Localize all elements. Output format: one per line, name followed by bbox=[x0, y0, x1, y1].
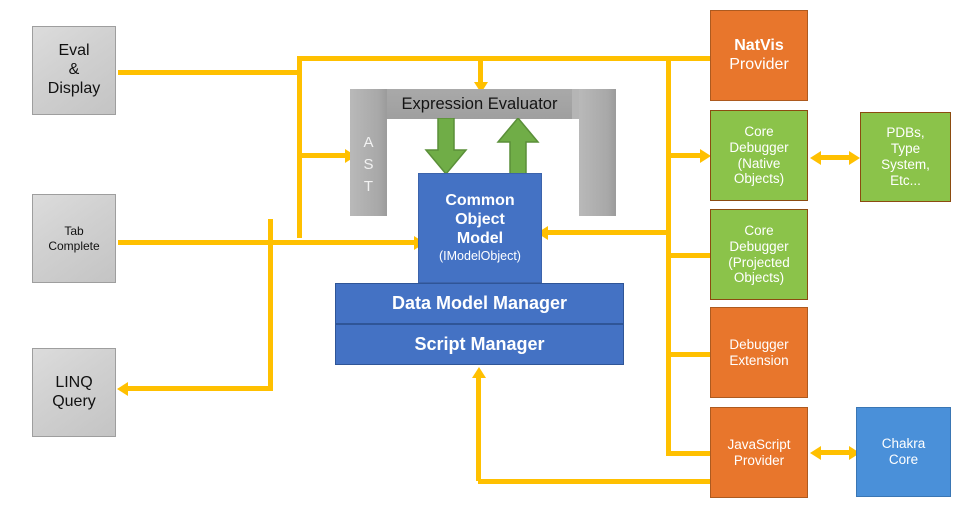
pdbs-line-3: System, bbox=[881, 157, 930, 172]
connector-linq-horizontal bbox=[128, 386, 273, 391]
core-debugger-projected-line-3: (Projected bbox=[728, 254, 790, 270]
debugger-extension-line-1: Debugger bbox=[729, 336, 789, 352]
pdbs-line-2: Type bbox=[890, 141, 921, 157]
box-chakra-core[interactable]: Chakra Core bbox=[856, 407, 951, 497]
box-script-manager[interactable]: Script Manager bbox=[335, 324, 624, 365]
connector-trunk-to-core-native bbox=[666, 153, 701, 158]
block-arrow-up-green bbox=[496, 118, 540, 175]
linq-query-line-1: LINQ bbox=[55, 373, 93, 391]
connector-trunk-to-javascript-provider bbox=[666, 451, 712, 456]
ast-label: A S T bbox=[350, 120, 387, 210]
common-object-model-line-2: Object bbox=[455, 210, 505, 228]
connector-tabcomplete-to-com bbox=[268, 240, 415, 245]
arrow-right-core-native bbox=[700, 148, 711, 163]
pdbs-line-4: Etc... bbox=[890, 172, 921, 188]
arrow-left-javascript-provider bbox=[810, 445, 821, 460]
core-debugger-native-line-1: Core bbox=[744, 123, 774, 139]
debugger-extension-line-2: Extension bbox=[729, 352, 789, 368]
connector-core-native-to-pdbs bbox=[820, 155, 852, 160]
box-natvis-provider[interactable]: NatVis Provider bbox=[710, 10, 808, 101]
eval-display-line-1: Eval bbox=[58, 42, 90, 60]
connector-js-to-chakra bbox=[820, 450, 852, 455]
connector-trunk-to-core-projected bbox=[666, 253, 712, 258]
common-object-model-line-3: Model bbox=[456, 229, 504, 247]
ast-letter-t: T bbox=[363, 178, 374, 196]
javascript-provider-line-1: JavaScript bbox=[727, 436, 791, 452]
connector-tabcomplete-out bbox=[118, 240, 273, 245]
evaluator-shell-column-left bbox=[350, 89, 387, 216]
box-javascript-provider[interactable]: JavaScript Provider bbox=[710, 407, 808, 498]
core-debugger-native-line-2: Debugger bbox=[729, 139, 789, 155]
eval-display-line-2: & bbox=[68, 61, 80, 79]
ast-letter-s: S bbox=[363, 155, 374, 173]
arrow-right-pdbs bbox=[849, 150, 860, 165]
core-debugger-projected-line-4: Objects) bbox=[733, 270, 785, 286]
box-eval-display[interactable]: Eval & Display bbox=[32, 26, 116, 115]
connector-providers-to-com bbox=[548, 230, 670, 235]
box-common-object-model[interactable]: Common Object Model (IModelObject) bbox=[418, 173, 542, 283]
tab-complete-line-2: Complete bbox=[48, 238, 100, 253]
box-core-debugger-projected[interactable]: Core Debugger (Projected Objects) bbox=[710, 209, 808, 300]
connector-js-to-scriptmanager-v bbox=[476, 378, 481, 481]
connector-linq-vertical bbox=[268, 219, 273, 391]
pdbs-line-1: PDBs, bbox=[886, 125, 925, 141]
script-manager-label: Script Manager bbox=[414, 333, 545, 354]
block-arrow-down-green bbox=[424, 118, 468, 176]
evaluator-header-label: Expression Evaluator bbox=[401, 94, 558, 113]
arrow-left-linq bbox=[117, 381, 128, 396]
chakra-core-line-1: Chakra bbox=[881, 436, 926, 452]
box-tab-complete[interactable]: Tab Complete bbox=[32, 194, 116, 283]
common-object-model-subtitle: (IModelObject) bbox=[439, 249, 521, 264]
linq-query-line-2: Query bbox=[52, 392, 96, 410]
data-model-manager-label: Data Model Manager bbox=[391, 292, 568, 313]
eval-display-line-3: Display bbox=[47, 79, 101, 97]
box-core-debugger-native[interactable]: Core Debugger (Native Objects) bbox=[710, 110, 808, 201]
chakra-core-line-2: Core bbox=[888, 452, 919, 467]
core-debugger-native-line-3: (Native bbox=[737, 155, 781, 171]
common-object-model-line-1: Common bbox=[445, 191, 515, 209]
core-debugger-native-line-4: Objects) bbox=[733, 171, 785, 187]
arrow-down-evaluator bbox=[473, 82, 488, 93]
box-data-model-manager[interactable]: Data Model Manager bbox=[335, 283, 624, 324]
connector-to-ast bbox=[297, 153, 345, 158]
arrow-right-chakra bbox=[849, 445, 860, 460]
core-debugger-projected-line-2: Debugger bbox=[729, 238, 789, 254]
arrow-left-common-object-model bbox=[537, 225, 548, 240]
core-debugger-projected-line-1: Core bbox=[744, 222, 774, 238]
box-pdbs-type-system[interactable]: PDBs, Type System, Etc... bbox=[860, 112, 951, 202]
evaluator-header: Expression Evaluator bbox=[387, 89, 572, 119]
arrow-up-script-manager bbox=[471, 367, 486, 378]
connector-left-trunk-vertical bbox=[297, 56, 302, 238]
natvis-provider-line-2: Provider bbox=[729, 55, 789, 73]
box-linq-query[interactable]: LINQ Query bbox=[32, 348, 116, 437]
connector-down-to-evaluator bbox=[478, 56, 483, 84]
box-debugger-extension[interactable]: Debugger Extension bbox=[710, 307, 808, 398]
connector-js-to-scriptmanager-h bbox=[478, 479, 714, 484]
arrow-left-core-native bbox=[810, 150, 821, 165]
tab-complete-line-1: Tab bbox=[64, 224, 84, 239]
connector-eval-to-trunk bbox=[118, 70, 302, 75]
natvis-provider-line-1: NatVis bbox=[734, 36, 784, 54]
connector-top-rail bbox=[297, 56, 671, 61]
connector-trunk-to-debugger-extension bbox=[666, 352, 712, 357]
connector-trunk-to-natvis bbox=[666, 56, 712, 61]
evaluator-shell-column-right bbox=[579, 89, 616, 216]
ast-letter-a: A bbox=[363, 133, 374, 151]
javascript-provider-line-2: Provider bbox=[733, 452, 785, 468]
